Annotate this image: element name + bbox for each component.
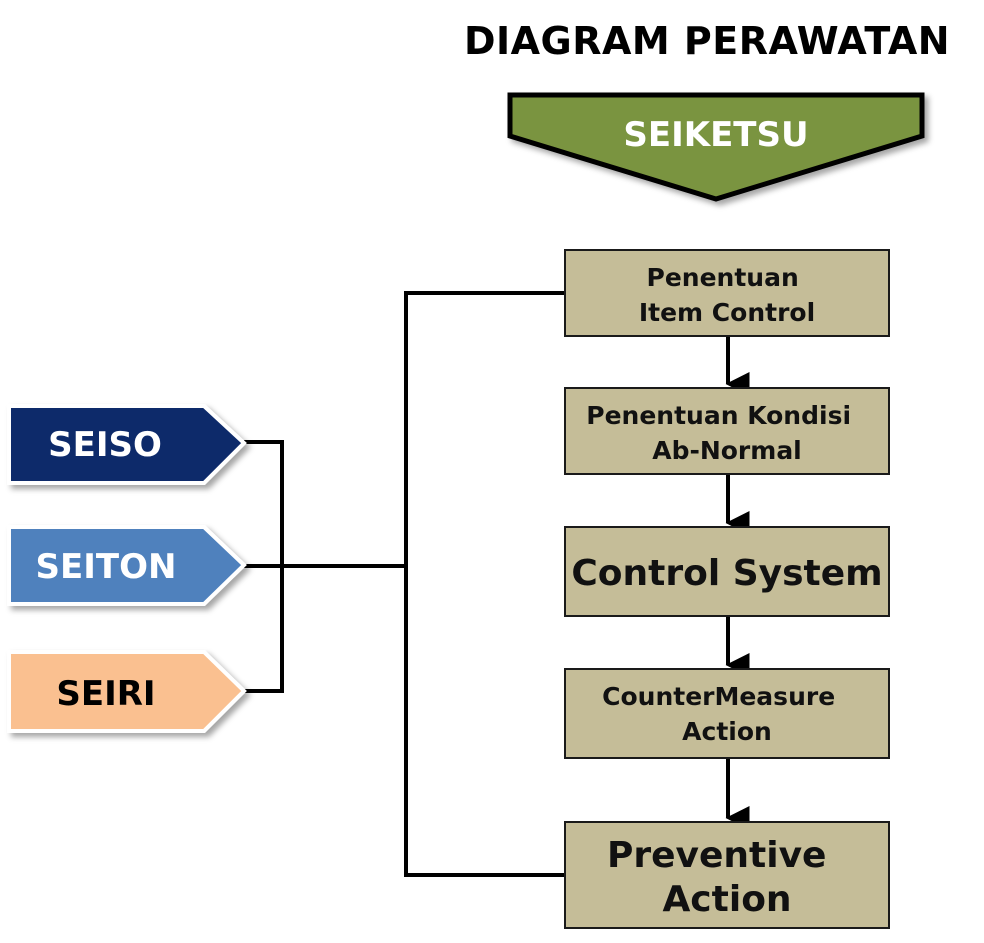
step-label-line: Action xyxy=(682,717,772,746)
tag-label: SEIRI xyxy=(56,674,155,714)
tag-shape xyxy=(7,404,247,485)
seiketsu-banner: SEIKETSU xyxy=(507,92,925,202)
step-label-line: Penentuan Kondisi xyxy=(586,401,851,430)
diagram-title: DIAGRAM PERAWATAN xyxy=(464,19,950,63)
connector-lines xyxy=(244,291,565,877)
tag-seiton: SEITON xyxy=(7,525,247,606)
step-preventive-action: Preventive Action xyxy=(564,821,890,929)
step-box xyxy=(564,821,890,929)
tag-shape xyxy=(7,650,247,733)
step-box xyxy=(564,668,890,759)
step-label-line: Preventive xyxy=(607,835,827,876)
banner-shape xyxy=(507,92,925,202)
step-label-line: Action xyxy=(662,879,791,920)
step-label: Control System xyxy=(571,553,882,594)
tag-shape xyxy=(7,525,247,606)
step-item-control: Penentuan Item Control xyxy=(564,249,890,337)
step-label: Penentuan Kondisi Ab-Normal xyxy=(586,401,860,465)
step-label: Preventive Action xyxy=(607,835,839,920)
input-tags: SEISO SEITON SEIRI xyxy=(7,404,247,733)
step-label: Penentuan Item Control xyxy=(639,263,815,327)
step-control-system: Control System xyxy=(564,526,890,617)
step-label-line: Control System xyxy=(571,553,882,594)
tag-label: SEISO xyxy=(48,425,162,465)
tag-seiri: SEIRI xyxy=(7,650,247,733)
step-box xyxy=(564,249,890,337)
process-steps: Penentuan Item Control Penentuan Kondisi… xyxy=(564,249,890,929)
step-box xyxy=(564,526,890,617)
banner-label: SEIKETSU xyxy=(623,115,808,155)
step-box xyxy=(564,387,890,475)
step-countermeasure: CounterMeasure Action xyxy=(564,668,890,759)
step-label-line: CounterMeasure xyxy=(602,682,835,711)
step-label-line: Penentuan xyxy=(647,263,799,292)
tag-label: SEITON xyxy=(36,547,177,587)
step-abnormal-condition: Penentuan Kondisi Ab-Normal xyxy=(564,387,890,475)
step-label-line: Item Control xyxy=(639,298,815,327)
step-label-line: Ab-Normal xyxy=(652,436,802,465)
step-label: CounterMeasure Action xyxy=(602,682,844,746)
process-spine xyxy=(404,291,565,877)
tag-seiso: SEISO xyxy=(7,404,247,485)
